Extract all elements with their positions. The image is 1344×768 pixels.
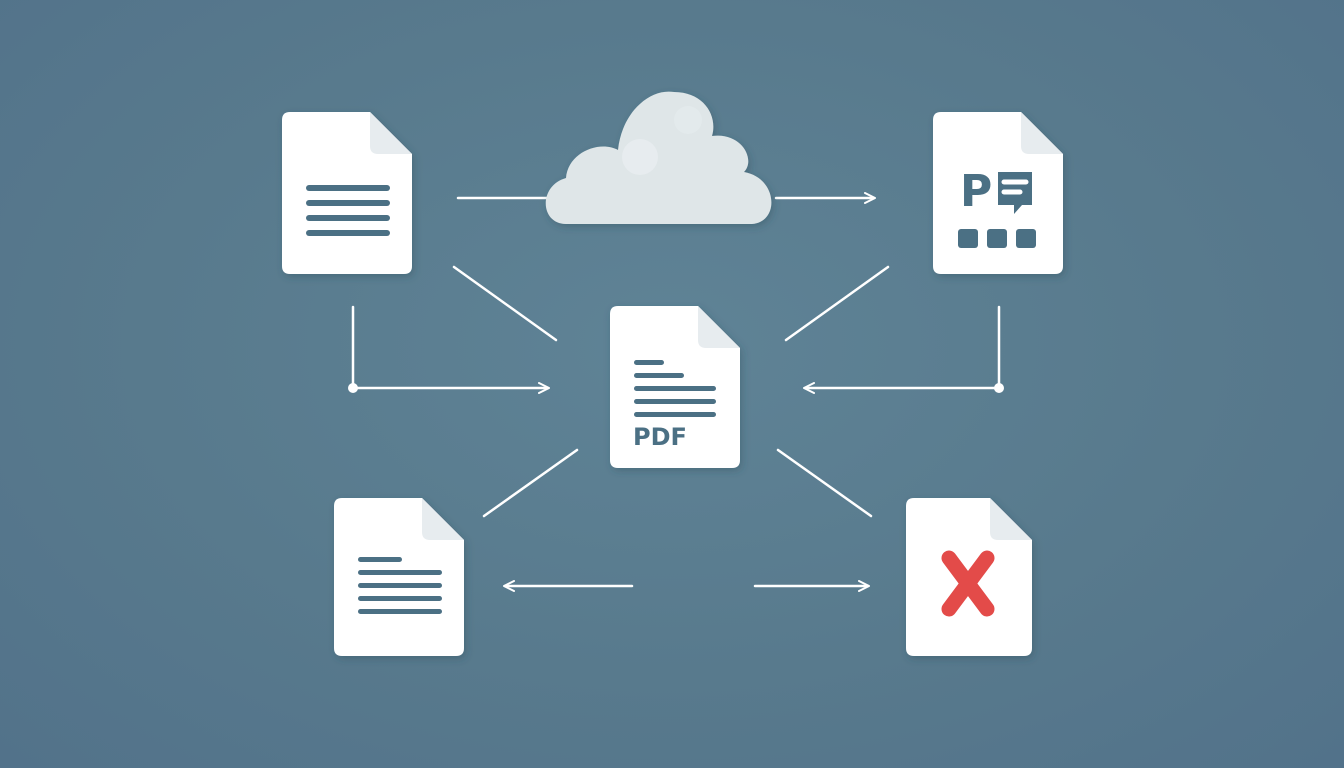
link-bottomleft-center (482, 448, 579, 518)
arrow-elbow-left-to-pdf (351, 305, 550, 394)
elbow-node-left (348, 383, 358, 393)
link-bottomright-center (776, 448, 873, 518)
presentation-letter: P (960, 166, 992, 217)
elbow-node-right (994, 383, 1004, 393)
link-topright-center (784, 265, 890, 342)
text-document-icon (282, 112, 412, 274)
cloud-icon (545, 91, 772, 224)
failed-document-icon (906, 498, 1032, 656)
pdf-label: PDF (633, 423, 687, 451)
presentation-document-icon: P (933, 112, 1063, 274)
arrow-elbow-right-to-pdf (803, 305, 1001, 394)
pdf-document-icon: PDF (610, 306, 740, 468)
x-mark-icon (941, 550, 995, 617)
link-topleft-center (452, 265, 558, 342)
text-document-bottom-icon (334, 498, 464, 656)
